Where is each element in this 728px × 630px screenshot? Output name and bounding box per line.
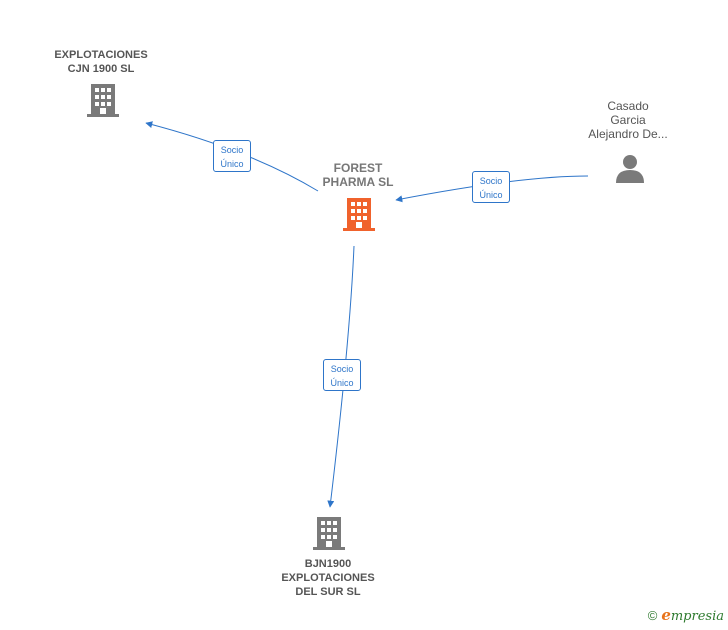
edge-forest-to-bjn	[327, 245, 355, 508]
building-icon[interactable]	[86, 82, 120, 118]
building-icon[interactable]	[342, 196, 376, 232]
edge-label-forest-to-cjn[interactable]: Socio Único	[213, 140, 251, 172]
brand-name: mpresia	[670, 609, 724, 624]
building-icon[interactable]	[312, 515, 346, 551]
node-label-forest-pharma: FOREST PHARMA SL	[322, 161, 394, 189]
copyright-symbol: ©	[647, 608, 658, 623]
person-icon[interactable]	[614, 153, 646, 183]
brand-footer: ©empresia	[648, 606, 724, 624]
node-label-bjn1900: BJN1900 EXPLOTACIONES DEL SUR SL	[281, 558, 375, 598]
edge-label-casado-to-forest[interactable]: Socio Único	[472, 171, 510, 203]
node-label-casado-garcia: Casado Garcia Alejandro De...	[588, 99, 668, 141]
brand-initial: e	[661, 606, 671, 624]
edge-label-forest-to-bjn[interactable]: Socio Único	[323, 359, 361, 391]
node-label-explotaciones-cjn: EXPLOTACIONES CJN 1900 SL	[54, 49, 148, 75]
